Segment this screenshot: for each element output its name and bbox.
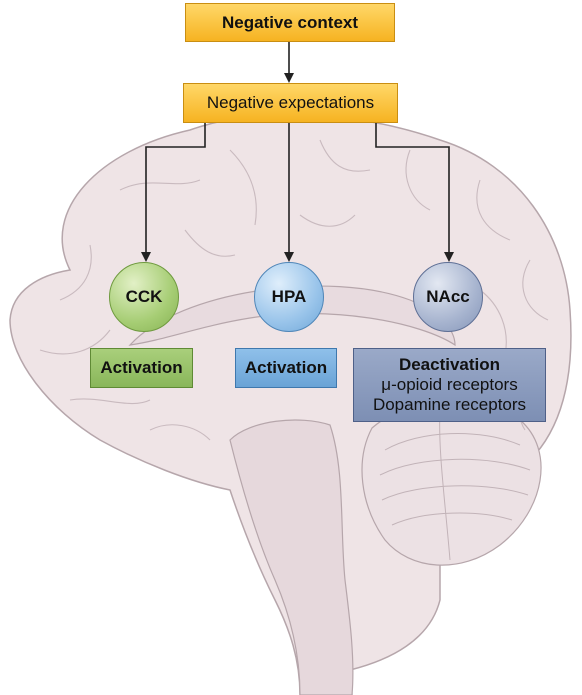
cerebellum [361,401,542,566]
brain-folds [39,139,549,441]
flow-arrows [141,42,454,262]
cck-circle: CCK [109,262,179,332]
brainstem [229,419,354,695]
dopamine-receptors-label: Dopamine receptors [372,395,527,414]
mu-opioid-receptors-label: μ-opioid receptors [381,375,518,394]
cerebellum-folds [379,409,531,561]
nacc-deactivation-box: Deactivation μ-opioid receptors Dopamine… [353,348,546,422]
negative-expectations-box: Negative expectations [183,83,398,123]
hpa-activation-box: Activation [235,348,337,388]
cck-activation-box: Activation [90,348,193,388]
deactivation-label: Deactivation [398,355,501,374]
hpa-circle: HPA [254,262,324,332]
nacc-circle: NAcc [413,262,483,332]
arrow-to-cck [141,123,206,262]
negative-context-box: Negative context [185,3,395,42]
arrow-to-nacc [375,123,454,262]
